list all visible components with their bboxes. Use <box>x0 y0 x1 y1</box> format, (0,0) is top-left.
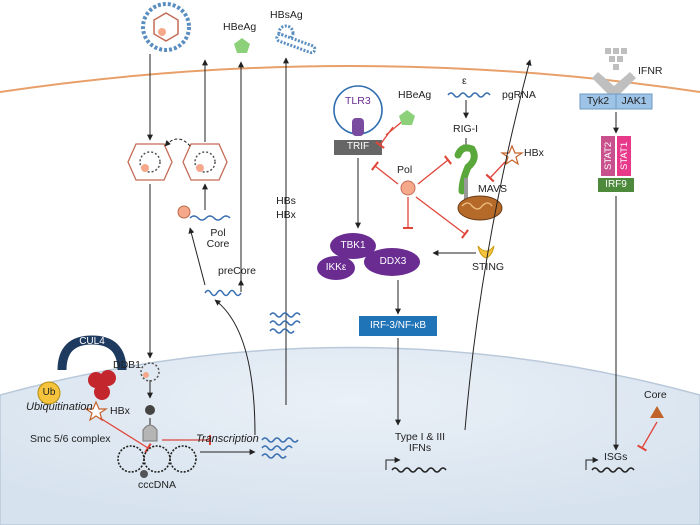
hbeag-mid-label: HBeAg <box>398 89 432 101</box>
pol-core-label: Pol Core <box>206 227 230 250</box>
cul4-complex <box>37 335 127 422</box>
rig-i-shape <box>454 144 478 195</box>
pol-ball <box>400 180 416 196</box>
cul4-label: CUL4 <box>79 336 105 347</box>
hbs-label: HBs <box>276 195 296 207</box>
ifnr-receptor <box>592 72 636 94</box>
ifnr-label: IFNR <box>638 65 663 77</box>
hbx-mid-label: HBx <box>276 209 296 221</box>
hbx-right-label: HBx <box>524 147 544 159</box>
trif-box <box>334 140 382 155</box>
hbeag-pentagon-top <box>234 38 250 53</box>
pgrna-label: pgRNA <box>502 89 536 101</box>
trif-label: TRIF <box>346 141 370 152</box>
tlr3-label: TLR3 <box>345 95 371 107</box>
irf-box <box>359 316 437 336</box>
tbk1-label: TBK1 <box>340 240 366 251</box>
precore-label: preCore <box>218 265 256 277</box>
ddb1-label: DDB1 <box>113 359 142 371</box>
capsid-entering <box>127 143 173 181</box>
rigi-label: RIG-I <box>453 123 479 135</box>
ifn-ligands <box>605 48 627 70</box>
tbk1-ellipse <box>330 233 376 259</box>
irf9-box <box>598 178 634 192</box>
nucleus <box>0 346 700 525</box>
sting-label: STING <box>472 261 505 273</box>
ddx3-ellipse <box>364 248 420 276</box>
stat2-label: STAT2 <box>603 141 614 171</box>
transcription-label: Transcription <box>196 433 259 445</box>
core-triangle <box>650 406 664 418</box>
stat1-label: STAT1 <box>619 141 630 171</box>
capsid-recycling <box>182 143 228 181</box>
hbx-left-label: HBx <box>110 405 130 417</box>
ubiquitination-label: Ubiquitination <box>26 401 93 413</box>
cccdna-graphic <box>117 445 197 478</box>
hbsag-particles <box>275 24 317 55</box>
rcdna <box>140 362 160 382</box>
cccdna-label: cccDNA <box>138 479 176 491</box>
type-ifn-label: Type I & III IFNs <box>394 431 446 454</box>
hbeag-top-label: HBeAg <box>223 21 257 33</box>
tyk2-label: Tyk2 <box>586 95 610 107</box>
stat1-box <box>617 136 631 176</box>
virion <box>141 2 191 52</box>
irf-label: IRF-3/NF-κB <box>369 320 427 331</box>
epsilon-label: ε <box>462 75 467 87</box>
ikke-label: IKKε <box>325 262 347 273</box>
hbsag-label: HBsAg <box>270 9 303 21</box>
irf9-label: IRF9 <box>605 179 627 190</box>
pol-label: Pol <box>397 164 413 176</box>
jak1-label: JAK1 <box>621 95 647 107</box>
isgs-label: ISGs <box>604 451 628 463</box>
core-label: Core <box>644 389 667 401</box>
ub-label: Ub <box>42 387 56 398</box>
sting-shape <box>477 245 495 259</box>
stat2-box <box>601 136 615 176</box>
mavs-label: MAVS <box>478 183 507 195</box>
ikke-ellipse <box>317 256 355 280</box>
ddx3-label: DDX3 <box>379 256 407 267</box>
smc-label: Smc 5/6 complex <box>30 433 111 445</box>
jak1-box <box>615 93 653 110</box>
